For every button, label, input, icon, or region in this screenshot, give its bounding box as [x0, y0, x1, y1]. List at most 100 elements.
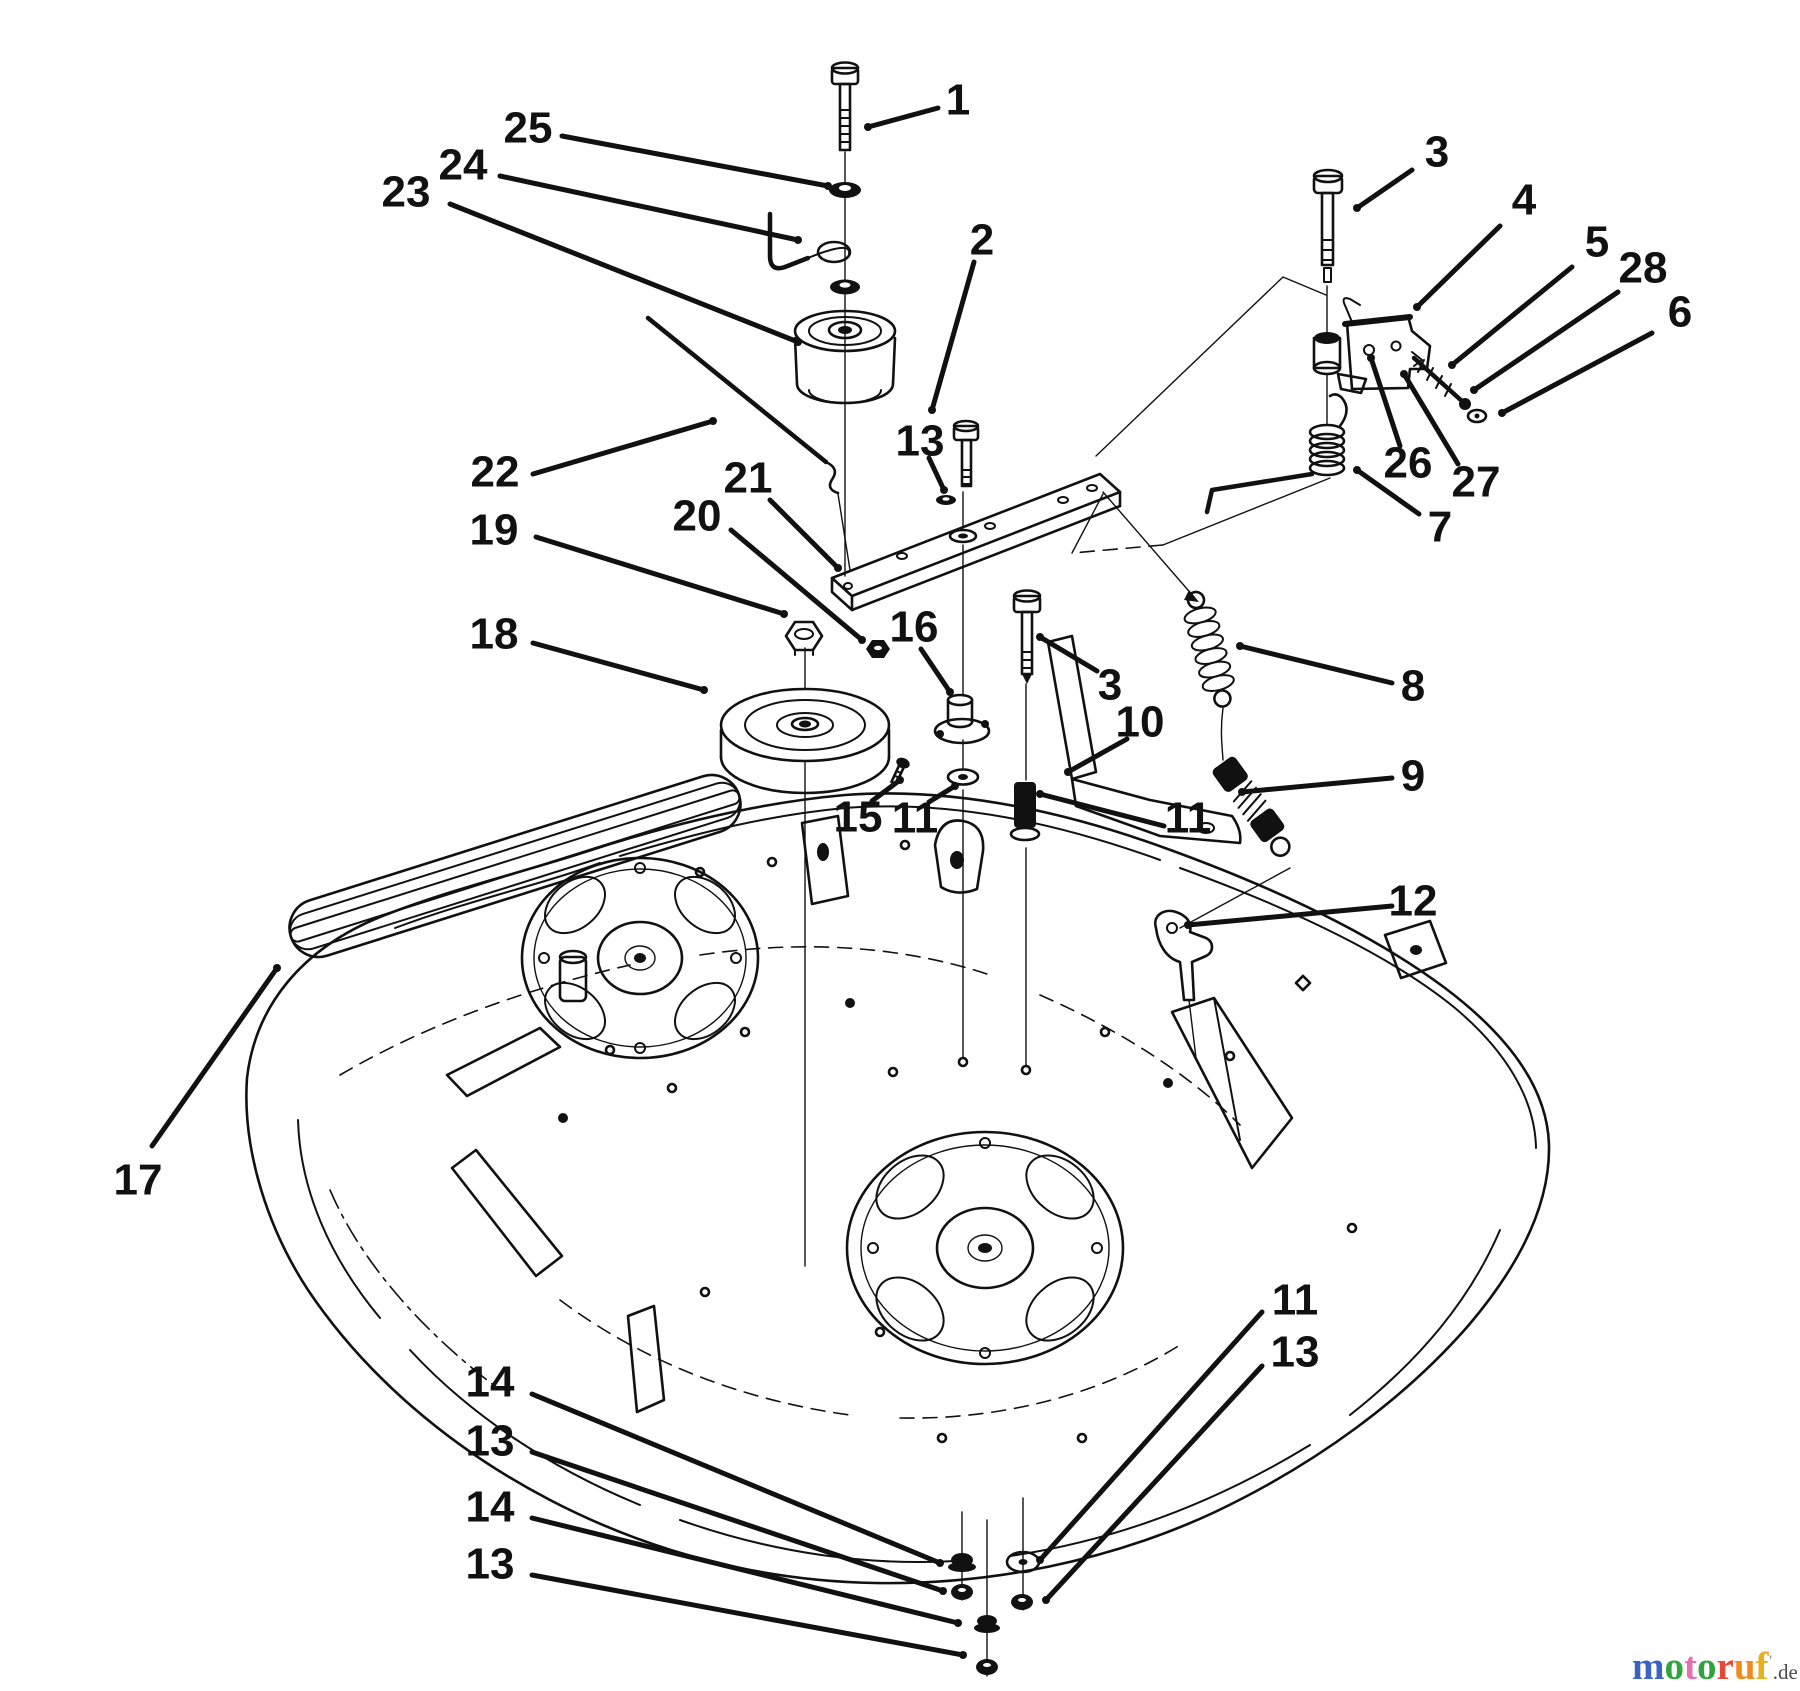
leader-line [529, 1391, 943, 1566]
leader-arrow-dot [858, 636, 866, 644]
callout-20: 20 [673, 492, 866, 644]
callout-label: 11 [892, 794, 939, 843]
leader-arrow-dot [709, 417, 717, 425]
callout-label: 10 [1116, 698, 1165, 747]
watermark-letter: u [1733, 1645, 1756, 1688]
leader-line [1037, 1309, 1265, 1563]
leader-line [1471, 289, 1621, 393]
leader-line [1065, 736, 1130, 775]
callout-label: 5 [1585, 218, 1609, 267]
leader-arrow-dot [1036, 1556, 1044, 1564]
leader-arrow-dot [1448, 361, 1456, 369]
callout-21: 21 [724, 454, 842, 572]
leader-arrow-dot [1036, 633, 1044, 641]
leader-line [1237, 643, 1395, 686]
callout-28: 28 [1470, 244, 1667, 394]
hook-plate-12 [1153, 909, 1214, 1002]
callout-2: 2 [928, 216, 994, 414]
leader-arrow-dot [1470, 386, 1478, 394]
leader-arrow-dot [780, 610, 788, 618]
leader-line [929, 259, 977, 413]
leader-line [149, 965, 280, 1149]
spring-anchor-27 [1411, 351, 1423, 367]
callout-label: 13 [1271, 1328, 1320, 1377]
callout-label: 24 [439, 141, 488, 190]
callout-label: 23 [382, 168, 431, 217]
callout-24: 24 [439, 141, 802, 244]
leader-line [869, 777, 903, 804]
idler-pulley-2 [793, 309, 897, 405]
leader-arrow-dot [834, 564, 842, 572]
leader-line [530, 640, 707, 693]
watermark-letter: o [1664, 1645, 1685, 1688]
watermark-logo: motoruf'.de [1632, 1636, 1800, 1688]
washer-11-left [946, 768, 980, 786]
callout-label: 18 [470, 610, 519, 659]
left-spindle-boss [520, 856, 760, 1060]
callout-label: 14 [466, 1358, 515, 1407]
leader-arrow-dot [1036, 790, 1044, 798]
callout-13: 13 [466, 1417, 947, 1595]
callout-27: 27 [1400, 370, 1500, 507]
damper-spring-9 [1212, 756, 1291, 857]
callout-label: 13 [466, 1540, 515, 1589]
leader-line [1368, 355, 1403, 449]
deck-baffles-and-tabs [445, 814, 1448, 1414]
leader-arrow-dot [1236, 642, 1244, 650]
callout-8: 8 [1236, 642, 1425, 711]
leader-line [1401, 371, 1461, 467]
carriage-bolt-1 [830, 61, 860, 152]
leader-line [1185, 903, 1395, 928]
callout-label: 7 [1428, 503, 1452, 552]
callout-label: 27 [1452, 458, 1501, 507]
callout-11: 11 [892, 782, 959, 843]
callout-22: 22 [471, 417, 717, 497]
callout-label: 15 [834, 793, 883, 842]
leader-arrow-dot [1400, 370, 1408, 378]
leader-line [918, 646, 953, 695]
callout-label: 22 [471, 448, 520, 497]
callout-13: 13 [466, 1540, 967, 1659]
callout-3: 3 [1353, 128, 1449, 212]
callout-3: 3 [1036, 633, 1122, 710]
watermark-letter: t [1684, 1645, 1697, 1688]
clutch-bracket-4 [1336, 297, 1432, 395]
leader-line [865, 105, 941, 130]
callout-label: 13 [896, 417, 945, 466]
leader-arrow-dot [824, 182, 832, 190]
artwork [245, 61, 1551, 1677]
bottom-fastener-stack-left [948, 1553, 1000, 1675]
leader-arrow-dot [954, 1619, 962, 1627]
belt-guide-hook-24 [767, 211, 852, 271]
washer-nut-6 [1466, 408, 1488, 424]
callout-16: 16 [890, 603, 954, 696]
bolt-3-middle [1012, 589, 1042, 684]
leader-arrow-dot [1042, 1596, 1050, 1604]
leader-line [1043, 1363, 1265, 1603]
callout-label: 2 [970, 216, 994, 265]
callout-label: 4 [1512, 176, 1537, 225]
callout-23: 23 [382, 168, 802, 346]
leader-arrow-dot [946, 688, 954, 696]
leader-arrow-dot [939, 1587, 947, 1595]
washer-25 [829, 182, 861, 198]
leader-line [926, 783, 958, 805]
callout-25: 25 [504, 104, 832, 190]
leader-line [559, 133, 831, 189]
callout-11: 11 [1036, 1276, 1318, 1564]
callout-14: 14 [466, 1483, 962, 1627]
callout-13: 13 [1042, 1328, 1320, 1604]
leader-arrow-dot [940, 486, 948, 494]
nut-20 [866, 640, 890, 658]
callout-label: 8 [1401, 662, 1425, 711]
callout-label: 26 [1384, 439, 1433, 488]
callout-label: 11 [1165, 794, 1212, 843]
leader-line [529, 1449, 946, 1594]
leader-line [1239, 775, 1395, 795]
leader-arrow-dot [1353, 466, 1361, 474]
callout-13: 13 [896, 417, 948, 494]
nut-13-bottom [1011, 1594, 1033, 1610]
locknut-14-b [974, 1615, 1000, 1633]
callout-label: 12 [1389, 877, 1438, 926]
